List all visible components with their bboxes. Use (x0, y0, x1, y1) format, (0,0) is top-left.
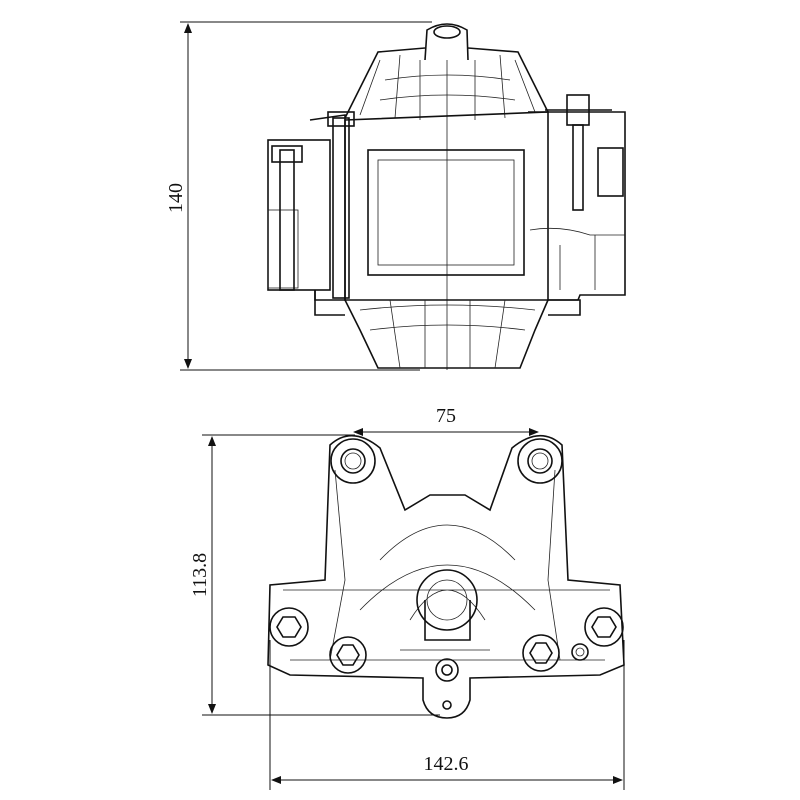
bleed-nipple (435, 658, 459, 710)
bolt-right-outer (584, 607, 624, 647)
small-fitting (571, 643, 589, 661)
bleed-port (433, 25, 461, 39)
top-boss (424, 23, 469, 61)
caliper-body-outline (267, 434, 625, 719)
mount-hole-left (330, 438, 376, 484)
dimension-label-75: 75 (436, 405, 456, 427)
central-frame (344, 111, 549, 301)
bolt-left-inner (329, 636, 367, 674)
upper-body-outline (344, 47, 549, 119)
lower-body-outline (344, 299, 549, 369)
top-view-caliper: 140 (165, 21, 626, 371)
dimension-label-113-8: 113.8 (189, 553, 211, 597)
guide-bolt-center (332, 117, 350, 299)
bolt-right-inner (522, 634, 560, 672)
dimension-label-140: 140 (165, 183, 187, 213)
pad-window (367, 149, 525, 276)
dimension-label-142-6: 142.6 (424, 753, 469, 775)
bolt-left-outer (269, 607, 309, 647)
right-housing (528, 111, 626, 301)
mount-hole-right (517, 438, 563, 484)
guide-bolt-left (279, 149, 295, 291)
piston-boss (416, 569, 478, 631)
bottom-view-caliper: 75 113.8 142.6 (189, 405, 625, 790)
